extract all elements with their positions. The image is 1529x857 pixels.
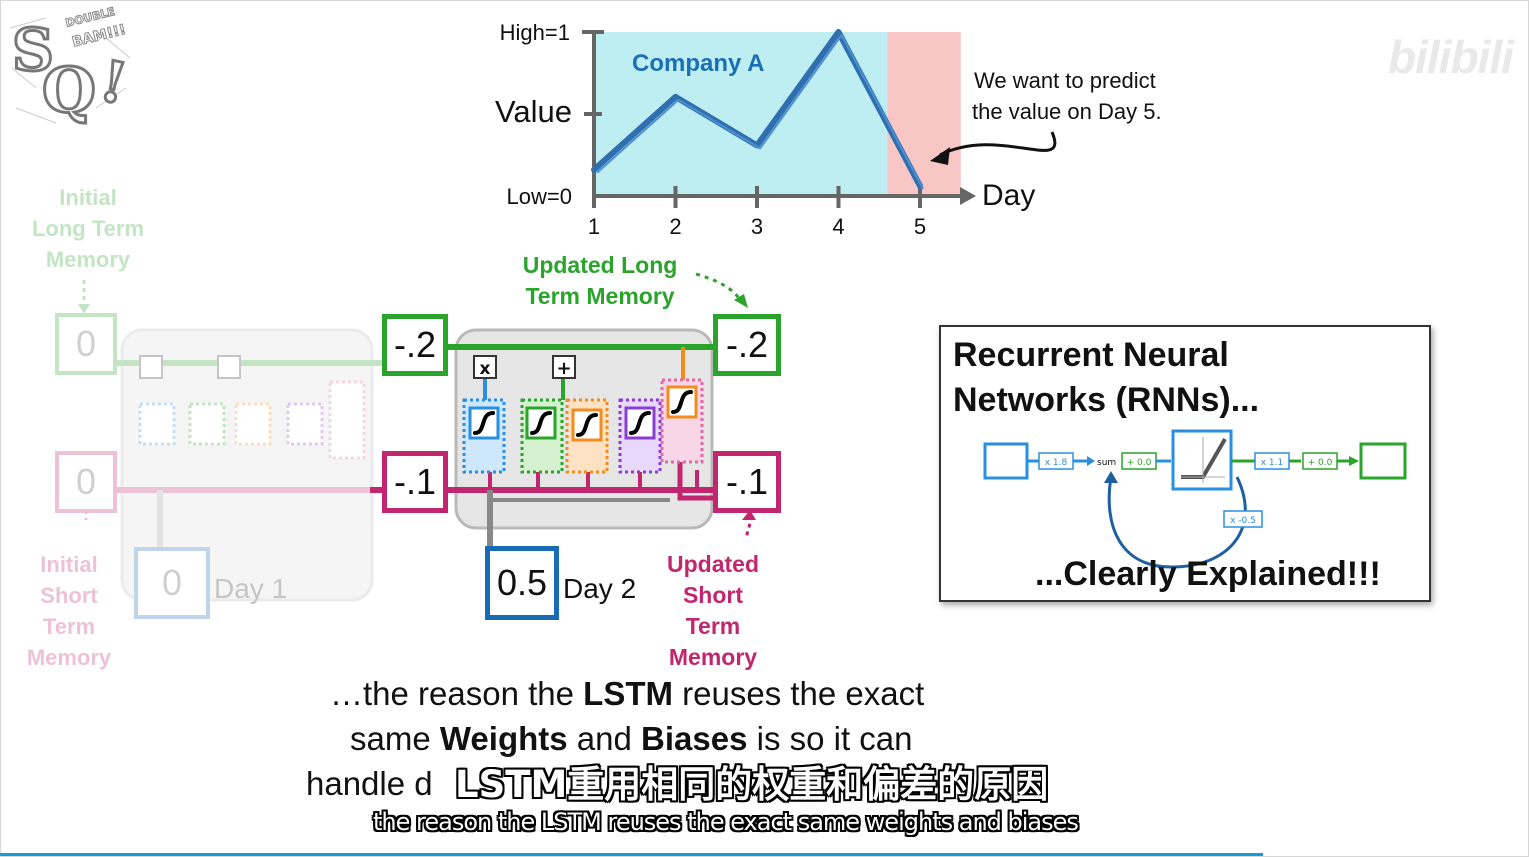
x-tick-label: 1 — [588, 214, 600, 239]
narr-1-post: reuses the exact — [672, 675, 925, 712]
initial-short-line-2: Short — [40, 583, 98, 608]
narr-2-bold-2: Biases — [641, 720, 748, 757]
svg-text:!: ! — [95, 48, 133, 118]
x-tick-label: 3 — [751, 214, 763, 239]
narr-1-pre: …the reason the — [330, 675, 584, 712]
mid-short-box: -.1 — [382, 451, 448, 513]
annotation-line-1: We want to predict — [974, 68, 1156, 93]
initial-short-box: 0 — [55, 451, 117, 513]
updated-short-box: -.1 — [713, 451, 781, 513]
initial-long-line-3: Memory — [45, 247, 131, 272]
initial-short-line-1: Initial — [40, 552, 98, 577]
updated-short-line-3: Term — [685, 613, 741, 639]
rnn-title-line-1: Recurrent Neural — [953, 336, 1229, 374]
x-tick-label: 2 — [669, 214, 681, 239]
updated-short-line-4: Memory — [668, 644, 758, 670]
rnn-w-loop: x -0.5 — [1230, 516, 1256, 526]
narration-line-2: same Weights and Biases is so it can — [350, 720, 913, 758]
company-a-line — [591, 29, 923, 189]
narr-2-mid: and — [567, 720, 642, 757]
updated-long-line-1: Updated Long — [522, 252, 678, 278]
narr-2-bold-1: Weights — [439, 720, 568, 757]
x-tick-label: 4 — [832, 214, 844, 239]
x-tick-label: 5 — [914, 214, 926, 239]
day1-input-box: 0 — [134, 547, 210, 619]
initial-long-line-2: Long Term — [31, 216, 145, 241]
add-node — [552, 355, 576, 379]
subtitle-english: the reason the LSTM reuses the exact sam… — [373, 808, 1079, 836]
updated-long-arrow — [695, 272, 744, 303]
bilibili-watermark: bilibili — [1388, 31, 1514, 83]
statquest-logo: S Q ! DOUBLE BAM!!! — [6, 4, 134, 129]
company-a-line-texture — [596, 34, 924, 190]
initial-short-label: Initial Short Term Memory — [10, 549, 128, 673]
add-symbol: + — [556, 358, 571, 379]
predict-region — [887, 32, 961, 194]
lstm-day1-diagram — [78, 280, 384, 602]
lstm-day2-diagram: x + — [370, 272, 756, 550]
rnn-bias-in: + 0.0 — [1127, 458, 1152, 468]
x-axis-label: Day — [982, 179, 1035, 212]
annotation-arrowhead — [930, 147, 950, 165]
annotation-line-2: the value on Day 5. — [972, 99, 1162, 124]
rnn-w-out: x 1.1 — [1261, 458, 1284, 468]
playback-progress-bar[interactable] — [0, 853, 1263, 856]
updated-short-line-1: Updated — [667, 551, 759, 577]
updated-short-line-2: Short — [682, 582, 744, 608]
svg-text:Q: Q — [42, 54, 96, 127]
narr-2-post: is so it can — [747, 720, 913, 757]
multiply-node — [473, 355, 497, 379]
rnn-bias-out: + 0.0 — [1308, 458, 1333, 468]
rnn-w-in: x 1.8 — [1045, 458, 1068, 468]
initial-long-line-1: Initial — [59, 185, 117, 210]
rnn-card-title: Recurrent Neural Networks (RNNs)... — [953, 333, 1259, 423]
rnn-mini-diagram: x 1.8 sum + 0.0 x 1.1 + 0.0 x -0.5 — [983, 429, 1407, 569]
narr-2-pre: same — [350, 720, 440, 757]
series-label: Company A — [632, 50, 764, 77]
y-low-label: Low=0 — [507, 184, 572, 209]
annotation-arrow — [939, 131, 1057, 157]
initial-long-box: 0 — [55, 313, 117, 375]
known-region — [594, 32, 888, 194]
initial-short-line-3: Term — [42, 614, 96, 639]
rnn-title-line-2: Networks (RNNs)... — [953, 381, 1260, 419]
subtitle-chinese: LSTM重用相同的权重和偏差的原因 — [455, 763, 1049, 806]
svg-text:S: S — [12, 16, 54, 84]
narration-line-3: handle d — [306, 765, 433, 802]
updated-long-label: Updated Long Term Memory — [500, 250, 700, 312]
updated-long-box: -.2 — [713, 314, 781, 376]
rnn-output-node — [1359, 442, 1407, 480]
initial-short-line-4: Memory — [26, 645, 112, 670]
day2-label: Day 2 — [563, 573, 637, 604]
rnn-card-footer: ...Clearly Explained!!! — [1035, 555, 1381, 593]
narr-1-bold: LSTM — [583, 675, 673, 712]
multiply-symbol: x — [480, 359, 491, 379]
mid-long-box: -.2 — [382, 314, 448, 376]
x-axis-arrowhead — [960, 187, 976, 205]
rnn-video-card[interactable]: Recurrent Neural Networks (RNNs)... x 1.… — [939, 325, 1431, 602]
narration-line-1: …the reason the LSTM reuses the exact — [330, 675, 924, 713]
updated-short-label: Updated Short Term Memory — [645, 549, 781, 673]
rnn-sum: sum — [1097, 458, 1116, 468]
rnn-input-node — [983, 442, 1029, 480]
day1-label: Day 1 — [214, 573, 288, 604]
line-plot: 1 2 3 4 5 High=1 Value Low=0 Day Company A W… — [495, 20, 1162, 239]
y-axis-label: Value — [495, 94, 572, 129]
updated-long-line-2: Term Memory — [525, 283, 675, 309]
rnn-activation-node — [1171, 429, 1233, 491]
day2-input-box: 0.5 — [485, 546, 559, 620]
y-high-label: High=1 — [500, 20, 570, 45]
initial-long-label: Initial Long Term Memory — [18, 182, 158, 275]
